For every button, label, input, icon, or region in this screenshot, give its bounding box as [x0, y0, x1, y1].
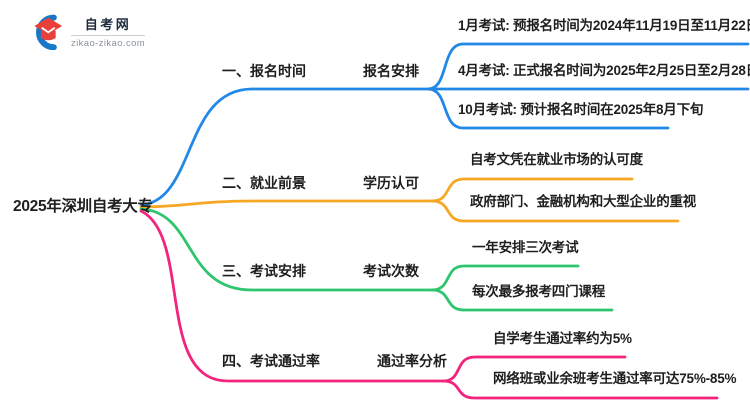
branch4-leaf2-line: [441, 379, 719, 400]
branch2-leaf2[interactable]: 政府部门、金融机构和大型企业的重视: [470, 194, 697, 209]
branch1-leaf2[interactable]: 4月考试: 正式报名时间为2025年2月25日至2月28日: [458, 63, 750, 78]
branch4-sublabel[interactable]: 通过率分析: [377, 353, 447, 369]
branch1-leaf1[interactable]: 1月考试: 预报名时间为2024年11月19日至11月22日: [458, 18, 750, 33]
branch1-leaf3-line: [426, 87, 670, 130]
branch3-label[interactable]: 三、考试安排: [222, 263, 306, 279]
branch3-sublabel[interactable]: 考试次数: [363, 263, 419, 279]
logo-text-block: 自考网 zikao-zikao.com: [71, 14, 146, 49]
branch1-leaf3[interactable]: 10月考试: 预计报名时间在2025年8月下旬: [458, 102, 704, 117]
branch2-label[interactable]: 二、就业前景: [222, 175, 306, 191]
branch4-main-line: [139, 209, 445, 383]
branch3-leaf1[interactable]: 一年安排三次考试: [472, 240, 579, 255]
branch3-leaf2-line: [430, 288, 614, 312]
branch1-label[interactable]: 一、报名时间: [222, 63, 306, 79]
site-name: 自考网: [84, 17, 132, 32]
logo-divider: [71, 35, 146, 36]
branch4-leaf1[interactable]: 自学考生通过率约为5%: [493, 331, 632, 346]
branch4-label[interactable]: 四、考试通过率: [222, 353, 320, 369]
site-logo[interactable]: 自考网 zikao-zikao.com: [27, 13, 146, 50]
branch2-main-line: [139, 199, 434, 209]
branch1-leaf1-line: [426, 42, 750, 91]
site-domain: zikao-zikao.com: [71, 38, 146, 49]
branch3-leaf2[interactable]: 每次最多报考四门课程: [472, 284, 605, 299]
branch2-leaf2-line: [430, 199, 680, 223]
branch2-sublabel[interactable]: 学历认可: [363, 175, 419, 191]
branch2-leaf1[interactable]: 自考文凭在就业市场的认可度: [470, 152, 643, 167]
branch3-main-line: [139, 207, 434, 292]
branch1-main-line: [139, 87, 750, 207]
root-node[interactable]: 2025年深圳自考大专: [13, 198, 153, 215]
branch4-leaf2[interactable]: 网络班或业余班考生通过率可达75%-85%: [493, 371, 737, 386]
branch3-leaf1-line: [430, 264, 580, 292]
branch1-sublabel[interactable]: 报名安排: [363, 63, 419, 79]
graduation-cap-icon: [34, 14, 63, 50]
